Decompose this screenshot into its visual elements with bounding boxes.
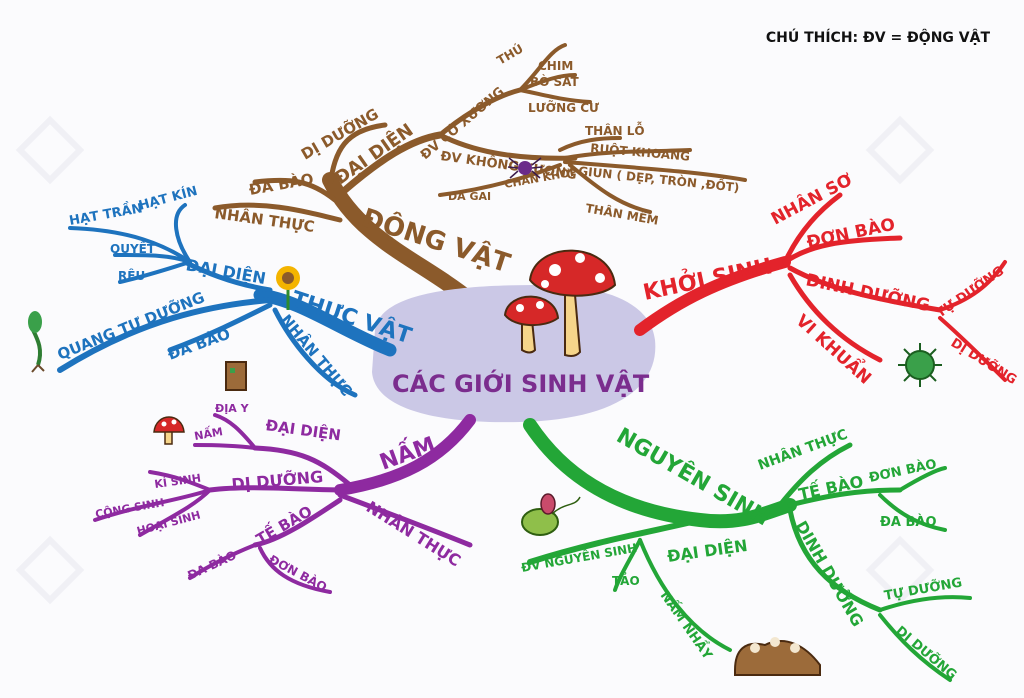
- fungi-label-eukaryote: NHÂN THỰC: [363, 497, 464, 570]
- protozoa-icon: [521, 493, 581, 536]
- slime-mold-icon: [734, 637, 821, 676]
- bacteria-label-heterotroph: DỊ DƯỠNG: [948, 335, 1020, 388]
- tree-stump-icon: [225, 361, 247, 391]
- animal-label-echinoderm: DA GAI: [448, 190, 491, 203]
- protist-branch: [523, 418, 972, 682]
- mushroom-icon: [503, 249, 617, 357]
- animal-branch: [212, 43, 747, 308]
- animal-label-amphibian: LƯỠNG CƯ: [528, 100, 599, 115]
- protist-label-algae: TẢO: [612, 572, 640, 588]
- virus-icon: [898, 343, 942, 387]
- bacteria-title: KHỞI SINH: [640, 251, 774, 306]
- protist-labels: NGUYÊN SINH NHÂN THỰC TẾ BÀO ĐƠN BÀO ĐA …: [520, 423, 963, 683]
- protist-label-representative: ĐẠI DIỆN: [666, 535, 749, 566]
- protist-label-nutrition: DINH DƯỠNG: [792, 518, 868, 630]
- spider-icon: [507, 157, 543, 179]
- animal-label-reptile: BÒ SÁT: [530, 74, 580, 89]
- animal-label-porifera: THÂN LỖ: [585, 121, 645, 138]
- fungi-label-parasitic: KÍ SINH: [154, 472, 202, 491]
- protist-label-slime-mold: NẤM NHẦY: [657, 587, 718, 663]
- protist-label-heterotroph: DỊ DƯỠNG: [892, 623, 960, 683]
- seedling-icon: [28, 311, 45, 373]
- fungi-label-multicellular: ĐA BÀO: [185, 547, 239, 583]
- animal-label-multicellular: ĐA BÀO: [247, 169, 315, 199]
- plant-label-fern: QUYẾT: [110, 240, 156, 256]
- fungi-label-saprophytic: HOẠI SINH: [135, 508, 202, 537]
- fungi-label-lichen: ĐỊA Y: [215, 402, 250, 415]
- center-node: CÁC GIỚI SINH VẬT: [372, 285, 656, 423]
- protist-label-multicellular: ĐA BÀO: [880, 514, 937, 530]
- animal-label-cnidaria: RUỘT KHOANG: [590, 140, 691, 164]
- fungi-label-symbiotic: CỘNG SINH: [94, 496, 165, 521]
- plant-label-representative: ĐẠI DIỆN: [184, 254, 267, 288]
- legend-note: CHÚ THÍCH: ĐV = ĐỘNG VẬT: [765, 30, 990, 46]
- small-mushroom-icon: [153, 416, 185, 445]
- plant-label-moss: RÊU: [118, 268, 145, 283]
- animal-label-bird: CHIM: [538, 59, 573, 73]
- fungi-labels: NẤM ĐẠI DIỆN ĐỊA Y NẤM DỊ DƯỠNG KÍ SINH …: [94, 402, 464, 594]
- bacteria-labels: KHỞI SINH NHÂN SƠ ĐƠN BÀO DINH DƯỠNG TỰ …: [640, 168, 1019, 388]
- protist-label-unicellular: ĐƠN BÀO: [868, 456, 939, 486]
- fungi-label-unicellular: ĐƠN BÀO: [267, 551, 330, 594]
- fungi-label-representative: ĐẠI DIỆN: [264, 414, 342, 444]
- bacteria-label-autotroph: TỰ DƯỠNG: [933, 263, 1007, 321]
- plant-branch: [57, 203, 397, 398]
- protist-label-eukaryote: NHÂN THỰC: [756, 426, 850, 474]
- center-title: CÁC GIỚI SINH VẬT: [392, 368, 650, 398]
- fungi-branch: [93, 413, 476, 594]
- plant-label-multicellular: ĐA BÀO: [165, 324, 233, 364]
- bacteria-label-bacterium: VI KHUẨN: [792, 307, 879, 388]
- plant-label-angiosperm: HẠT KÍN: [137, 183, 199, 214]
- fungi-label-mushroom: NẤM: [193, 423, 224, 443]
- bacteria-label-unicellular: ĐƠN BÀO: [804, 213, 896, 253]
- bacteria-branch: [634, 192, 1007, 382]
- sunflower-icon: [276, 266, 300, 310]
- bacteria-label-nutrition: DINH DƯỠNG: [804, 267, 932, 316]
- animal-label-mammal: THÚ: [494, 41, 526, 68]
- plant-label-gymnosperm: HẠT TRẦN: [68, 198, 144, 229]
- animal-labels: ĐỘNG VẬT ĐA BÀO DỊ DƯỠNG NHÂN THỰC ĐẠI D…: [213, 41, 740, 280]
